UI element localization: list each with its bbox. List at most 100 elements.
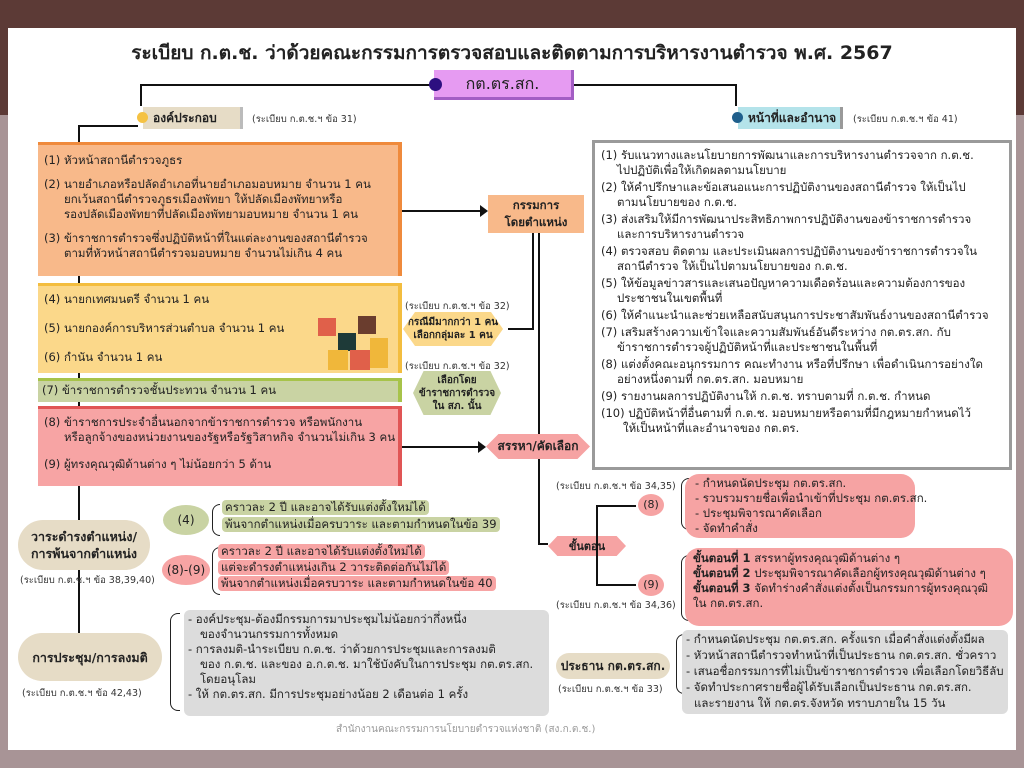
steps-9-ref: (ระเบียบ ก.ต.ช.ฯ ข้อ 34,36)	[556, 600, 676, 611]
puzzle-illustration	[308, 308, 393, 370]
duties-ref: (ระเบียบ ก.ต.ช.ฯ ข้อ 41)	[853, 114, 958, 125]
hex-line: เลือกกลุ่มละ 1 คน	[413, 330, 493, 341]
composition-orange-box: (1) หัวหน้าสถานีตำรวจภูธร (2) นายอำเภอหร…	[38, 142, 402, 276]
arrow-head-icon	[478, 441, 486, 453]
connector-line	[532, 233, 534, 329]
member-3-cont: ตามที่หัวหน้าสถานีตำรวจมอบหมาย จำนวนไม่เ…	[64, 246, 343, 260]
chair-line: - หัวหน้าสถานีตำรวจทำหน้าที่เป็นประธาน ก…	[686, 648, 997, 662]
meeting-line: - ให้ กต.ตร.สก. มีการประชุมอย่างน้อย 2 เ…	[188, 687, 469, 701]
connector-line	[538, 233, 540, 543]
connector-line	[140, 84, 440, 86]
ex-officio-line: กรรมการ	[512, 198, 560, 212]
member-8: (8) ข้าราชการประจำอื่นนอกจากข้าราชการตำร…	[44, 415, 363, 429]
duty-8-cont: อย่างหนึ่งตามที่ กต.ตร.สก. มอบหมาย	[617, 372, 804, 386]
duty-9: (9) รายงานผลการปฏิบัติงานให้ ก.ต.ช. ทราบ…	[601, 389, 931, 403]
term-node: วาระดำรงตำแหน่ง/ การพ้นจากตำแหน่ง	[18, 520, 150, 570]
duty-3-cont: และการบริหารงานตำรวจ	[617, 227, 745, 241]
arrow-head-icon	[480, 205, 488, 217]
step-number: ขั้นตอนที่ 1	[693, 551, 751, 565]
brace-icon	[212, 504, 220, 536]
member-4: (4) นายกเทศมนตรี จำนวน 1 คน	[44, 292, 210, 306]
term-line: แต่จะดำรงตำแหน่งเกิน 2 วาระติดต่อกันไม่ไ…	[218, 560, 450, 575]
chair-box: - กำหนดนัดประชุม กต.ตร.สก. ครั้งแรก เมื่…	[682, 630, 1008, 714]
step-line: - กำหนดนัดประชุม กต.ตร.สก.	[695, 476, 847, 490]
composition-label: องค์ประกอบ	[143, 107, 243, 129]
member-7: (7) ข้าราชการตำรวจชั้นประทวน จำนวน 1 คน	[42, 383, 277, 397]
term-group-4: คราวละ 2 ปี และอาจได้รับแต่งตั้งใหม่ได้ …	[222, 500, 500, 532]
step-text: ใน กต.ตร.สก.	[693, 596, 764, 610]
term-group-8-9: คราวละ 2 ปี และอาจได้รับแต่งตั้งใหม่ได้ …	[218, 544, 496, 591]
recruit-hex: สรรหา/คัดเลือก	[486, 434, 590, 459]
duty-10-cont: ให้เป็นหน้าที่และอำนาจของ กต.ตร.	[623, 421, 800, 435]
duty-2-cont: ตามนโยบายของ ก.ต.ช.	[617, 195, 738, 209]
hex-line: ข้าราชการตำรวจ	[418, 387, 496, 399]
step-number: ขั้นตอนที่ 2	[693, 566, 751, 580]
duty-4-cont: สถานีตำรวจ ให้เป็นไปตามนโยบายของ ก.ต.ช.	[617, 259, 848, 273]
connector-line	[596, 505, 636, 507]
member-8-cont: หรือลูกจ้างของหน่วยงานของรัฐหรือรัฐวิสาห…	[64, 430, 396, 444]
term-label: วาระดำรงตำแหน่ง/	[30, 529, 138, 544]
composition-green-box: (7) ข้าราชการตำรวจชั้นประทวน จำนวน 1 คน	[38, 378, 402, 402]
meeting-line: โดยอนุโลม	[200, 672, 256, 686]
step-text: ประชุมพิจารณาคัดเลือกผู้ทรงคุณวุฒิด้านต่…	[750, 566, 986, 580]
duty-1: (1) รับแนวทางและนโยบายการพัฒนาและการบริห…	[601, 148, 974, 162]
steps-8-ref: (ระเบียบ ก.ต.ช.ฯ ข้อ 34,35)	[556, 481, 676, 492]
member-2-cont: รองปลัดเมืองพัทยาที่ปลัดเมืองพัทยามอบหมา…	[64, 207, 359, 221]
ex-officio-box: กรรมการ โดยตำแหน่ง	[488, 195, 584, 233]
term-line: พ้นจากตำแหน่งเมื่อครบวาระ และตามกำหนดในข…	[222, 517, 500, 532]
term-ref: (ระเบียบ ก.ต.ช.ฯ ข้อ 38,39,40)	[20, 575, 155, 586]
member-1: (1) หัวหน้าสถานีตำรวจภูธร	[44, 153, 183, 167]
member-6: (6) กำนัน จำนวน 1 คน	[44, 350, 163, 364]
composition-red-box: (8) ข้าราชการประจำอื่นนอกจากข้าราชการตำร…	[38, 406, 402, 486]
chair-line: - เสนอชื่อกรรมการที่ไม่เป็นข้าราชการตำรว…	[686, 664, 1004, 678]
step-text: จัดทำร่างคำสั่งแต่งตั้งเป็นกรรมการผู้ทรง…	[750, 581, 988, 595]
term-tag-4: (4)	[163, 505, 209, 535]
blue-dot-icon	[732, 112, 743, 123]
connector-line	[538, 543, 548, 545]
duty-5-cont: ประชาชนในเขตพื้นที่	[617, 291, 723, 305]
duty-7: (7) เสริมสร้างความเข้าใจและความสัมพันธ์อ…	[601, 325, 951, 339]
arrow-line	[402, 210, 486, 212]
duties-label: หน้าที่และอำนาจ	[738, 107, 843, 129]
term-label: การพ้นจากตำแหน่ง	[30, 546, 138, 561]
connector-line	[78, 125, 138, 127]
duty-6: (6) ให้คำแนะนำและช่วยเหลือสนับสนุนการประ…	[601, 308, 989, 322]
meeting-ref: (ระเบียบ ก.ต.ช.ฯ ข้อ 42,43)	[22, 688, 142, 699]
meeting-line: ของ ก.ต.ช. และของ อ.ก.ต.ช. มาใช้บังคับใน…	[200, 657, 534, 671]
step-line: - ประชุมพิจารณาคัดเลือก	[695, 506, 822, 520]
term-tag-8-9: (8)-(9)	[162, 555, 210, 585]
page-title: ระเบียบ ก.ต.ช. ว่าด้วยคณะกรรมการตรวจสอบแ…	[131, 42, 893, 64]
steps-tag-8: (8)	[638, 494, 664, 516]
yellow-dot-icon	[137, 112, 148, 123]
term-line: คราวละ 2 ปี และอาจได้รับแต่งตั้งใหม่ได้	[218, 544, 425, 559]
center-node: กต.ตร.สก.	[434, 70, 574, 100]
member-9: (9) ผู้ทรงคุณวุฒิด้านต่าง ๆ ไม่น้อยกว่า …	[44, 457, 272, 471]
hex-line: เลือกโดย	[437, 374, 477, 386]
ex-officio-line: โดยตำแหน่ง	[504, 215, 568, 229]
duty-4: (4) ตรวจสอบ ติดตาม และประเมินผลการปฏิบัต…	[601, 244, 978, 258]
step-line: - จัดทำคำสั่ง	[695, 521, 758, 535]
term-line: พ้นจากตำแหน่งเมื่อครบวาระ และตามกำหนดในข…	[218, 576, 496, 591]
chair-line: และรายงาน ให้ กต.ตร.จังหวัด ทราบภายใน 15…	[694, 696, 946, 710]
duty-2: (2) ให้คำปรึกษาและข้อเสนอแนะการปฏิบัติงา…	[601, 180, 966, 194]
member-3: (3) ข้าราชการตำรวจซึ่งปฏิบัติหน้าที่ในแต…	[44, 231, 368, 245]
steps-tag-9: (9)	[638, 574, 664, 596]
connector-line	[596, 584, 636, 586]
member-2-cont: ยกเว้นสถานีตำรวจภูธรเมืองพัทยา ให้ปลัดเม…	[64, 192, 343, 206]
connector-line	[735, 84, 737, 106]
chair-line: - กำหนดนัดประชุม กต.ตร.สก. ครั้งแรก เมื่…	[686, 632, 985, 646]
term-line: คราวละ 2 ปี และอาจได้รับแต่งตั้งใหม่ได้	[222, 500, 429, 515]
duty-1-cont: ไปปฏิบัติเพื่อให้เกิดผลตามนโยบาย	[617, 163, 787, 177]
connector-line	[570, 84, 736, 86]
chair-node: ประธาน กต.ตร.สก.	[556, 653, 670, 679]
node-dot-icon	[429, 78, 442, 91]
steps-9-box: ขั้นตอนที่ 1 สรรหาผู้ทรงคุณวุฒิด้านต่าง …	[685, 548, 1013, 626]
steps-8-box: - กำหนดนัดประชุม กต.ตร.สก. - รวบรวมรายชื…	[685, 474, 927, 538]
hex-green-ref: (ระเบียบ ก.ต.ช.ฯ ข้อ 32)	[405, 361, 510, 372]
duties-box: (1) รับแนวทางและนโยบายการพัฒนาและการบริห…	[592, 140, 1012, 470]
member-5: (5) นายกองค์การบริหารส่วนตำบล จำนวน 1 คน	[44, 321, 285, 335]
composition-ref: (ระเบียบ ก.ต.ช.ฯ ข้อ 31)	[252, 114, 357, 125]
chair-line: - จัดทำประกาศรายชื่อผู้ได้รับเลือกเป็นปร…	[686, 680, 972, 694]
brace-icon	[170, 613, 180, 711]
step-number: ขั้นตอนที่ 3	[693, 581, 751, 595]
